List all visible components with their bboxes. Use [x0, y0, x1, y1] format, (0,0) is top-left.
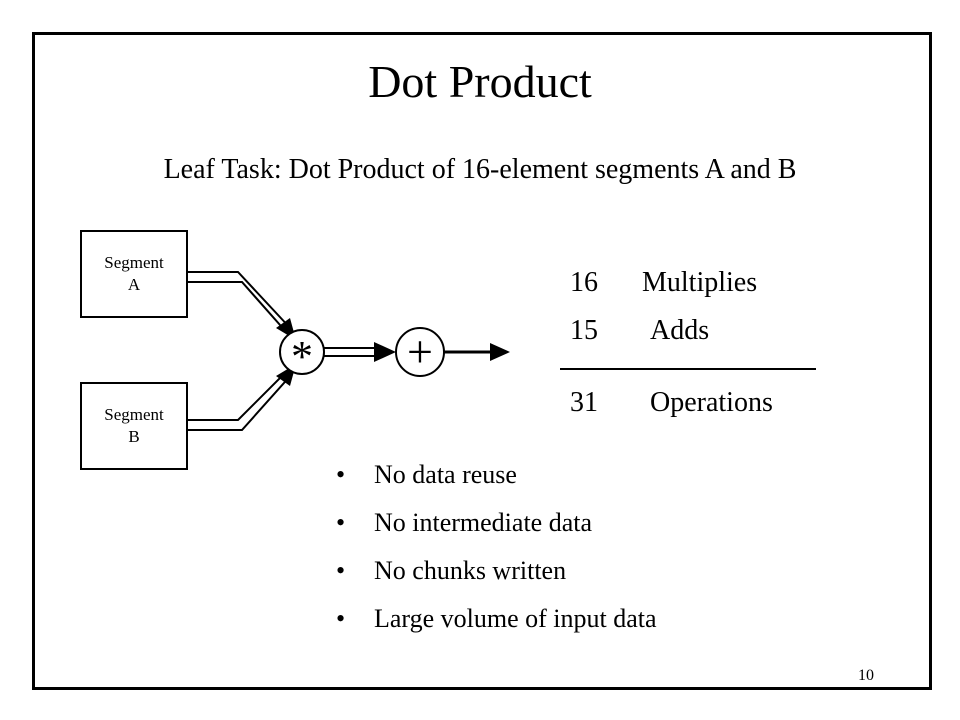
bullet-text: No intermediate data: [374, 508, 593, 537]
add-symbol: +: [407, 326, 433, 377]
bullet-dot: •: [336, 604, 346, 633]
page-number: 10: [858, 667, 874, 684]
segment-a-label-line1: Segment: [104, 253, 164, 272]
slide-title: Dot Product: [368, 56, 592, 107]
list-item: • No intermediate data: [336, 502, 657, 550]
segment-b-label-line1: Segment: [104, 405, 164, 424]
list-item: • Large volume of input data: [336, 598, 657, 646]
bullet-text: Large volume of input data: [374, 604, 657, 633]
sum-divider: [560, 368, 816, 370]
bullet-dot: •: [336, 508, 346, 537]
list-item: • No chunks written: [336, 550, 657, 598]
bullet-list: • No data reuse • No intermediate data •…: [336, 454, 657, 646]
segment-a-box: Segment A: [80, 230, 188, 318]
bullet-dot: •: [336, 460, 346, 489]
segment-a-label-line2: A: [127, 275, 141, 294]
bullet-text: No chunks written: [374, 556, 567, 585]
count-label: Operations: [650, 387, 773, 418]
slide-subtitle: Leaf Task: Dot Product of 16-element seg…: [163, 154, 797, 185]
bullet-text: No data reuse: [374, 460, 517, 489]
segment-b-box: Segment B: [80, 382, 188, 470]
count-value: 15: [570, 315, 598, 346]
count-label: Multiplies: [642, 267, 758, 298]
count-value: 16: [570, 267, 598, 298]
multiply-symbol: *: [291, 332, 313, 381]
segment-b-label-line2: B: [128, 427, 140, 446]
bullet-dot: •: [336, 556, 346, 585]
count-value: 31: [570, 387, 598, 418]
slide-frame: [32, 32, 932, 690]
count-label: Adds: [650, 315, 710, 346]
list-item: • No data reuse: [336, 454, 657, 502]
